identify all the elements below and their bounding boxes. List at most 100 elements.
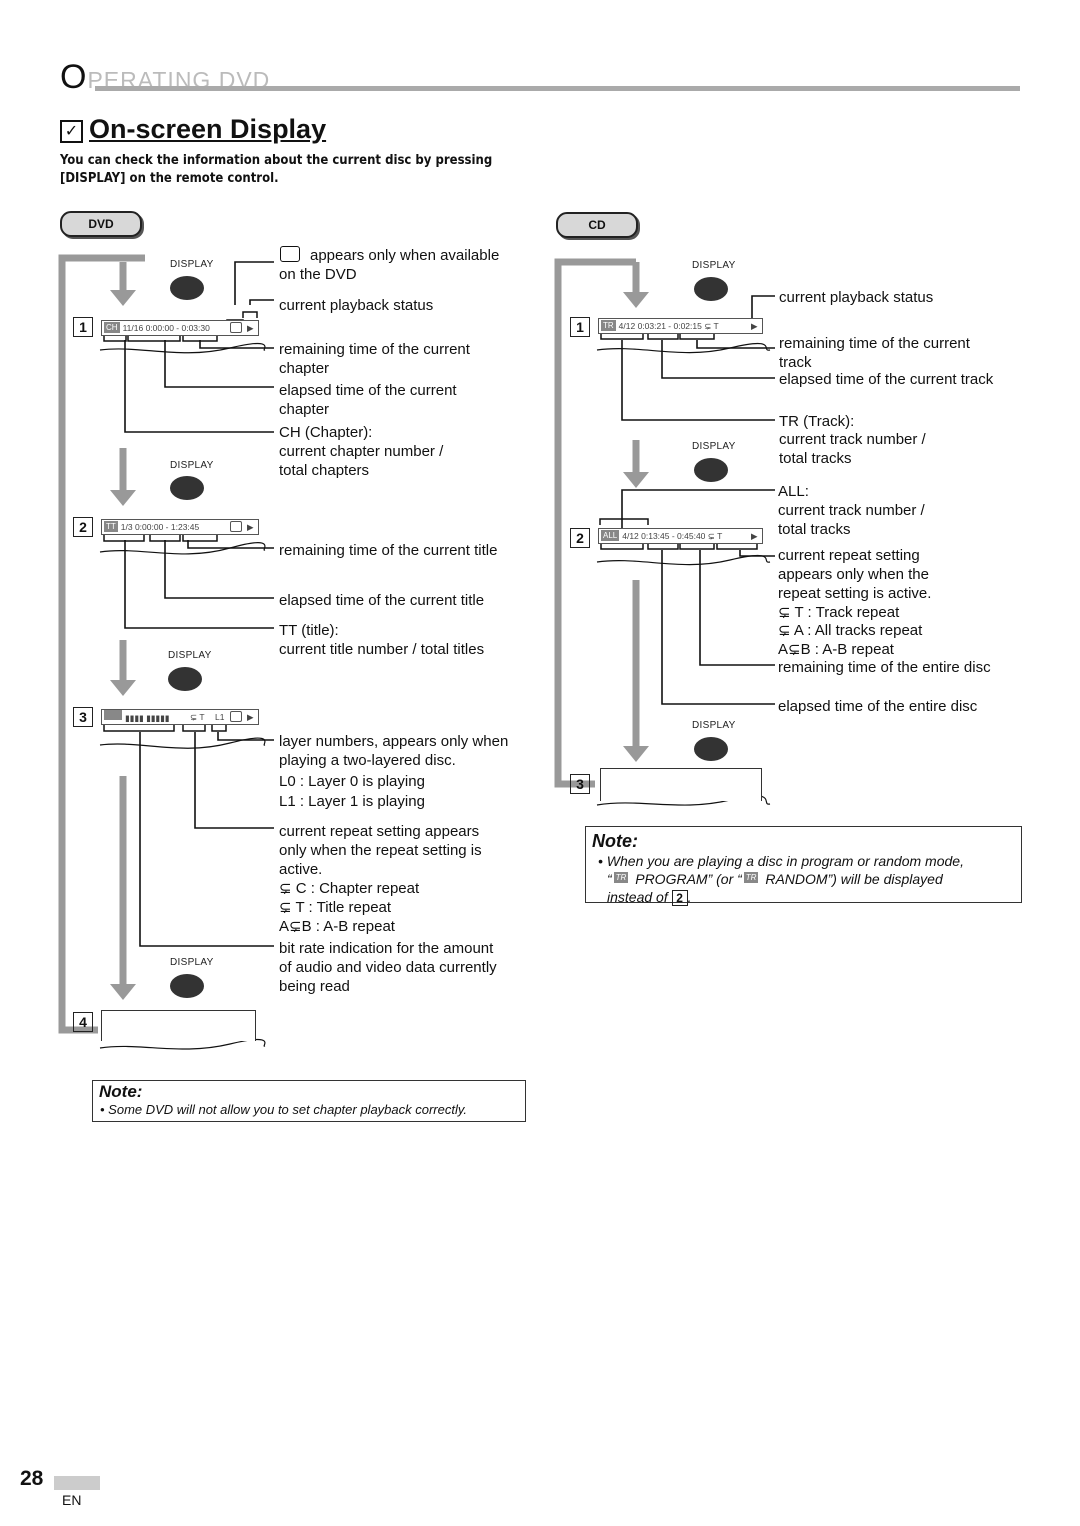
page-number: 28 <box>20 1467 44 1490</box>
note-line: • When you are playing a disc in program… <box>598 853 964 869</box>
cd-repeat-label: current repeat setting <box>778 547 920 564</box>
display-label: DISPLAY <box>170 460 214 471</box>
step-number: 3 <box>73 707 93 727</box>
camera-icon <box>230 711 242 722</box>
play-icon: ▶ <box>247 522 254 532</box>
note-fragment: . <box>687 889 692 905</box>
bitrate-label: of audio and video data currently <box>279 959 497 976</box>
bitrate-label: bit rate indication for the amount <box>279 940 494 957</box>
display-button <box>694 277 728 301</box>
playback-status-label: current playback status <box>779 289 934 306</box>
track-elapsed-label: elapsed time of the current track <box>779 371 994 388</box>
display-button <box>170 974 204 998</box>
cd-repeat-label: ⊊ T : Track repeat <box>778 604 900 621</box>
title-label: TT (title): <box>279 622 339 639</box>
cd-note: Note: • When you are playing a disc in p… <box>585 826 1022 906</box>
note-text: • Some DVD will not allow you to set cha… <box>100 1102 468 1117</box>
title-elapsed-label: elapsed time of the current title <box>279 592 485 609</box>
chapter-elapsed-label: chapter <box>279 401 330 418</box>
display-button <box>170 476 204 500</box>
intro-text: You can check the information about the … <box>60 153 493 186</box>
display-button <box>694 458 728 482</box>
note-line: instead of 2. <box>607 888 1021 906</box>
bitrate-meter-icon <box>104 710 122 720</box>
repeat-label: ⊊ T : Title repeat <box>279 899 392 916</box>
display-button <box>168 667 202 691</box>
title-text: On-screen Display <box>89 114 327 144</box>
tr-tag: TR <box>741 872 762 884</box>
playback-status-label: current playback status <box>279 297 434 314</box>
repeat-label: A⊊B : A-B repeat <box>279 918 395 935</box>
step-number: 2 <box>73 517 93 537</box>
osd-tag: TT <box>104 521 118 532</box>
all-label: current track number / <box>778 502 925 519</box>
play-icon: ▶ <box>247 323 254 333</box>
disc-remaining-label: remaining time of the entire disc <box>778 659 991 676</box>
repeat-label: active. <box>279 861 323 878</box>
tr-tag: TR <box>611 872 632 884</box>
chapter-elapsed-label: elapsed time of the current <box>279 382 457 399</box>
osd-text: 1/3 0:00:00 - 1:23:45 <box>120 522 200 532</box>
play-icon: ▶ <box>751 531 758 541</box>
cd-repeat-label: repeat setting is active. <box>778 585 932 602</box>
title-remaining-label: remaining time of the current title <box>279 542 498 559</box>
camera-icon <box>230 521 242 532</box>
camera-icon <box>230 322 242 333</box>
play-icon: ▶ <box>247 712 254 722</box>
display-label: DISPLAY <box>692 720 736 731</box>
all-label: total tracks <box>778 521 851 538</box>
display-button <box>170 276 204 300</box>
tr-tag-label: TR <box>743 872 759 883</box>
osd-text: 4/12 0:13:45 - 0:45:40 ⊊ T <box>622 531 723 541</box>
cd-repeat-label: A⊊B : A-B repeat <box>778 641 894 658</box>
tr-tag-label: TR <box>613 872 629 883</box>
repeat-label: ⊊ C : Chapter repeat <box>279 880 420 897</box>
step-number: 1 <box>73 317 93 337</box>
blank-screen <box>600 768 762 801</box>
chapter-remaining-label: chapter <box>279 360 330 377</box>
title-label: current title number / total titles <box>279 641 485 658</box>
repeat-label: only when the repeat setting is <box>279 842 482 859</box>
bitrate-bars: ▮▮▮▮ ▮▮▮▮▮ <box>125 713 170 723</box>
repeat-mode: T <box>199 712 205 722</box>
note-line: “TR PROGRAM” (or “TR RANDOM”) will be di… <box>607 870 1021 888</box>
osd-tag: ALL <box>601 530 620 541</box>
osd-text: 4/12 0:03:21 - 0:02:15 ⊊ T <box>618 321 719 331</box>
display-label: DISPLAY <box>168 650 212 661</box>
all-label: ALL: <box>778 483 809 500</box>
cd-tab: CD <box>556 212 638 238</box>
bitrate-label: being read <box>279 978 350 995</box>
chapter-label: current chapter number / <box>279 443 444 460</box>
layer-indicator: L1 <box>215 712 225 722</box>
layer-label: L1 : Layer 1 is playing <box>279 793 425 810</box>
track-remaining-label: remaining time of the current <box>779 335 970 352</box>
chapter-remaining-label: remaining time of the current <box>279 341 470 358</box>
camera-note: appears only when available <box>310 247 500 264</box>
track-label: TR (Track): <box>779 413 855 430</box>
page-title: ✓On-screen Display <box>60 114 326 145</box>
note-fragment: RANDOM”) will be displayed <box>761 871 943 887</box>
track-label: total tracks <box>779 450 852 467</box>
page-number-bar <box>54 1476 100 1490</box>
language-label: EN <box>62 1492 82 1508</box>
step-number: 2 <box>671 890 688 906</box>
osd-text: 11/16 0:00:00 - 0:03:30 <box>122 323 210 333</box>
camera-note: on the DVD <box>279 266 357 283</box>
osd-tag: TR <box>601 320 616 331</box>
track-label: current track number / <box>779 431 926 448</box>
step-number: 1 <box>570 317 590 337</box>
cd-repeat-label: appears only when the <box>778 566 929 583</box>
cd-repeat-label: ⊊ A : All tracks repeat <box>778 622 923 639</box>
step-number: 2 <box>570 528 590 548</box>
display-label: DISPLAY <box>692 260 736 271</box>
note-heading: Note: <box>99 1082 143 1101</box>
osd-bar-bitrate: ▮▮▮▮ ▮▮▮▮▮ ⊊ T L1 ▶ <box>101 709 259 725</box>
layer-label: playing a two-layered disc. <box>279 752 456 769</box>
play-icon: ▶ <box>751 321 758 331</box>
step-number: 3 <box>570 774 590 794</box>
header-rule <box>95 86 1020 91</box>
